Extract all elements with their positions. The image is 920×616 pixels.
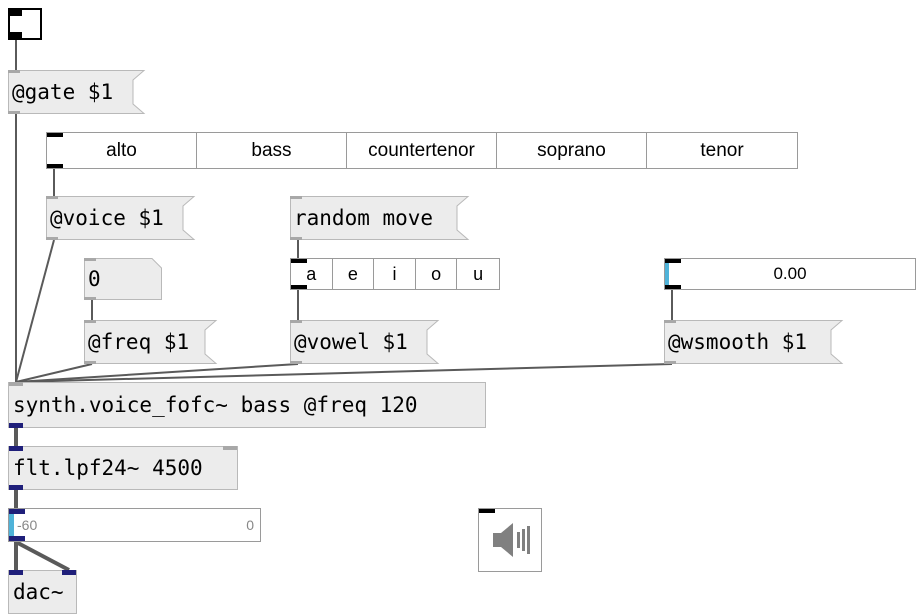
- vowel-menu-item-a[interactable]: a: [291, 259, 333, 289]
- voice-menu-item-soprano[interactable]: soprano: [497, 133, 647, 168]
- freq-message-label: @freq $1: [88, 330, 190, 354]
- vowel-menu-item-i[interactable]: i: [374, 259, 416, 289]
- vowel-menu-outlet-mark: [291, 285, 307, 289]
- number-box-shape: [84, 258, 162, 300]
- voice-menu-inlet-mark: [47, 133, 63, 137]
- dsp-speaker-toggle[interactable]: [478, 508, 542, 572]
- vowel-menu-item-u[interactable]: u: [473, 263, 484, 284]
- vowel-menu-item-o[interactable]: o: [416, 259, 458, 289]
- gate-toggle[interactable]: [8, 8, 42, 40]
- message-box-shape: [8, 70, 146, 114]
- gain-meter[interactable]: -60 0: [8, 508, 261, 542]
- voice-message[interactable]: @voice $1: [46, 196, 198, 240]
- freq-message[interactable]: @freq $1: [84, 320, 220, 364]
- synth-inlet: [9, 382, 23, 386]
- speaker-icon: [493, 523, 530, 557]
- meter-min-label: -60: [17, 517, 38, 533]
- toggle-inlet-mark: [8, 32, 22, 38]
- lpf-control-inlet: [223, 446, 237, 450]
- lpf-object[interactable]: flt.lpf24~ 4500: [8, 446, 238, 490]
- wsmooth-message[interactable]: @wsmooth $1: [664, 320, 846, 364]
- lpf-signal-outlet: [9, 485, 23, 490]
- slider-value: 0.00: [773, 264, 807, 283]
- signal-meter-dac-right: [15, 540, 70, 572]
- dac-label: dac~: [13, 579, 64, 604]
- slider-inlet-mark: [665, 259, 681, 263]
- lpf-label: flt.lpf24~ 4500: [13, 455, 203, 480]
- meter-signal-outlet: [9, 536, 25, 541]
- synth-voice-label: synth.voice_fofc~ bass @freq 120: [13, 392, 418, 417]
- synth-signal-outlet: [9, 423, 23, 428]
- voice-menu-item-tenor[interactable]: tenor: [700, 139, 744, 161]
- message-box-shape: [46, 196, 196, 240]
- vowel-menu-inlet-mark: [291, 259, 307, 263]
- slider-knob: [665, 259, 669, 289]
- voice-message-label: @voice $1: [50, 206, 164, 230]
- cord-vowel-synth: [15, 363, 299, 383]
- vowel-message-label: @vowel $1: [294, 330, 408, 354]
- cord-freq-synth: [15, 363, 93, 383]
- wsmooth-slider[interactable]: 0.00: [664, 258, 916, 290]
- message-box-shape: [84, 320, 218, 364]
- meter-max-label: 0: [246, 517, 254, 533]
- slider-outlet-mark: [665, 285, 681, 289]
- wsmooth-message-label: @wsmooth $1: [668, 330, 808, 354]
- cord-wsmooth-synth: [15, 363, 673, 383]
- random-move-label: random move: [294, 206, 434, 230]
- message-box-shape: [290, 320, 440, 364]
- toggle-outlet-mark: [8, 10, 22, 16]
- dac-left-inlet: [9, 570, 23, 575]
- synth-voice-object[interactable]: synth.voice_fofc~ bass @freq 120: [8, 382, 486, 428]
- voice-menu-outlet-mark: [47, 164, 63, 168]
- meter-knob: [9, 509, 14, 541]
- voice-menu-item-bass[interactable]: bass: [197, 133, 347, 168]
- message-box-shape: [290, 196, 470, 240]
- voice-menu-item-countertenor[interactable]: countertenor: [347, 133, 497, 168]
- dac-object[interactable]: dac~: [8, 570, 77, 614]
- speaker-inlet-mark: [479, 509, 495, 513]
- lpf-signal-inlet: [9, 446, 23, 451]
- voice-menu-item-alto[interactable]: alto: [47, 133, 197, 168]
- message-box-shape: [664, 320, 844, 364]
- vowel-message[interactable]: @vowel $1: [290, 320, 442, 364]
- freq-number-value: 0: [88, 267, 101, 291]
- meter-signal-inlet: [9, 509, 25, 514]
- random-move-message[interactable]: random move: [290, 196, 472, 240]
- gate-message-label: @gate $1: [12, 80, 114, 104]
- cord-voice-synth: [15, 239, 55, 383]
- freq-number-box[interactable]: 0: [84, 258, 162, 300]
- vowel-menu-item-e[interactable]: e: [333, 259, 375, 289]
- gate-message[interactable]: @gate $1: [8, 70, 148, 114]
- dac-right-inlet: [62, 570, 76, 575]
